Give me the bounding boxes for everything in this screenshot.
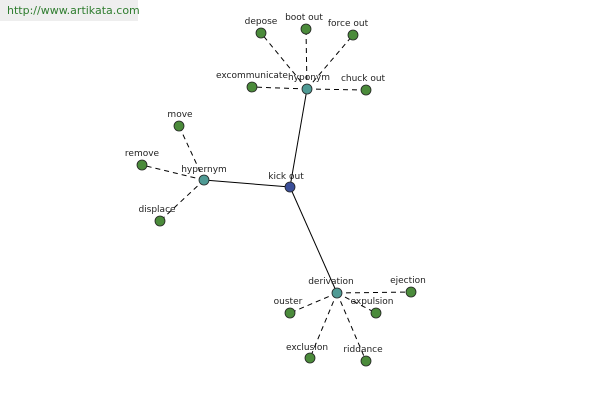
edge-top-depose [260,32,308,90]
leaf-node-exclusion[interactable] [304,352,316,364]
hub-node-bottom[interactable] [331,287,343,299]
leaf-node-remove[interactable] [136,159,148,171]
leaf-label-exclusion[interactable]: exclusion [286,343,328,353]
site-url[interactable]: http://www.artikata.com [7,4,140,17]
edge-root-top [289,88,308,188]
leaf-node-ejection[interactable] [405,286,417,298]
leaf-label-boot-out[interactable]: boot out [285,13,323,23]
leaf-label-excommunicate[interactable]: excommunicate [216,71,288,81]
edge-bottom-expulsion [336,292,377,314]
leaf-label-depose[interactable]: depose [245,17,278,27]
leaf-label-riddance[interactable]: riddance [343,345,383,355]
leaf-node-force-out[interactable] [347,29,359,41]
edge-top-excommunicate [251,86,308,90]
leaf-node-riddance[interactable] [360,355,372,367]
edge-bottom-exclusion [309,292,338,359]
leaf-node-boot-out[interactable] [300,23,312,35]
leaf-label-expulsion[interactable]: expulsion [350,297,393,307]
leaf-node-depose[interactable] [255,27,267,39]
leaf-label-ejection[interactable]: ejection [390,276,426,286]
edge-bottom-riddance [336,292,367,362]
edge-bottom-ejection [336,291,412,294]
leaf-node-excommunicate[interactable] [246,81,258,93]
leaf-label-ouster[interactable]: ouster [274,297,303,307]
edge-left-displace [159,179,205,222]
hub-label-top[interactable]: hyponym [288,73,330,83]
edge-top-force-out [306,34,354,90]
hub-label-bottom[interactable]: derivation [308,277,354,287]
url-bar: http://www.artikata.com [0,0,140,21]
leaf-node-move[interactable] [173,120,185,132]
leaf-label-chuck-out[interactable]: chuck out [341,74,386,84]
root-node[interactable] [284,181,296,193]
edge-top-chuck-out [306,88,367,91]
leaf-node-expulsion[interactable] [370,307,382,319]
hub-node-left[interactable] [198,174,210,186]
leaf-label-force-out[interactable]: force out [328,19,369,29]
leaf-node-ouster[interactable] [284,307,296,319]
leaf-label-displace[interactable]: displace [138,205,176,215]
edge-left-move [178,125,205,181]
leaf-label-remove[interactable]: remove [125,149,160,159]
leaf-node-chuck-out[interactable] [360,84,372,96]
edge-top-boot-out [305,28,308,90]
edge-root-left [203,179,291,188]
leaf-label-move[interactable]: move [167,110,193,120]
root-label[interactable]: kick out [268,172,304,182]
leaf-node-displace[interactable] [154,215,166,227]
hub-label-left[interactable]: hypernym [181,165,227,175]
edge-left-remove [141,164,205,181]
hub-node-top[interactable] [301,83,313,95]
edge-root-bottom [289,186,338,294]
